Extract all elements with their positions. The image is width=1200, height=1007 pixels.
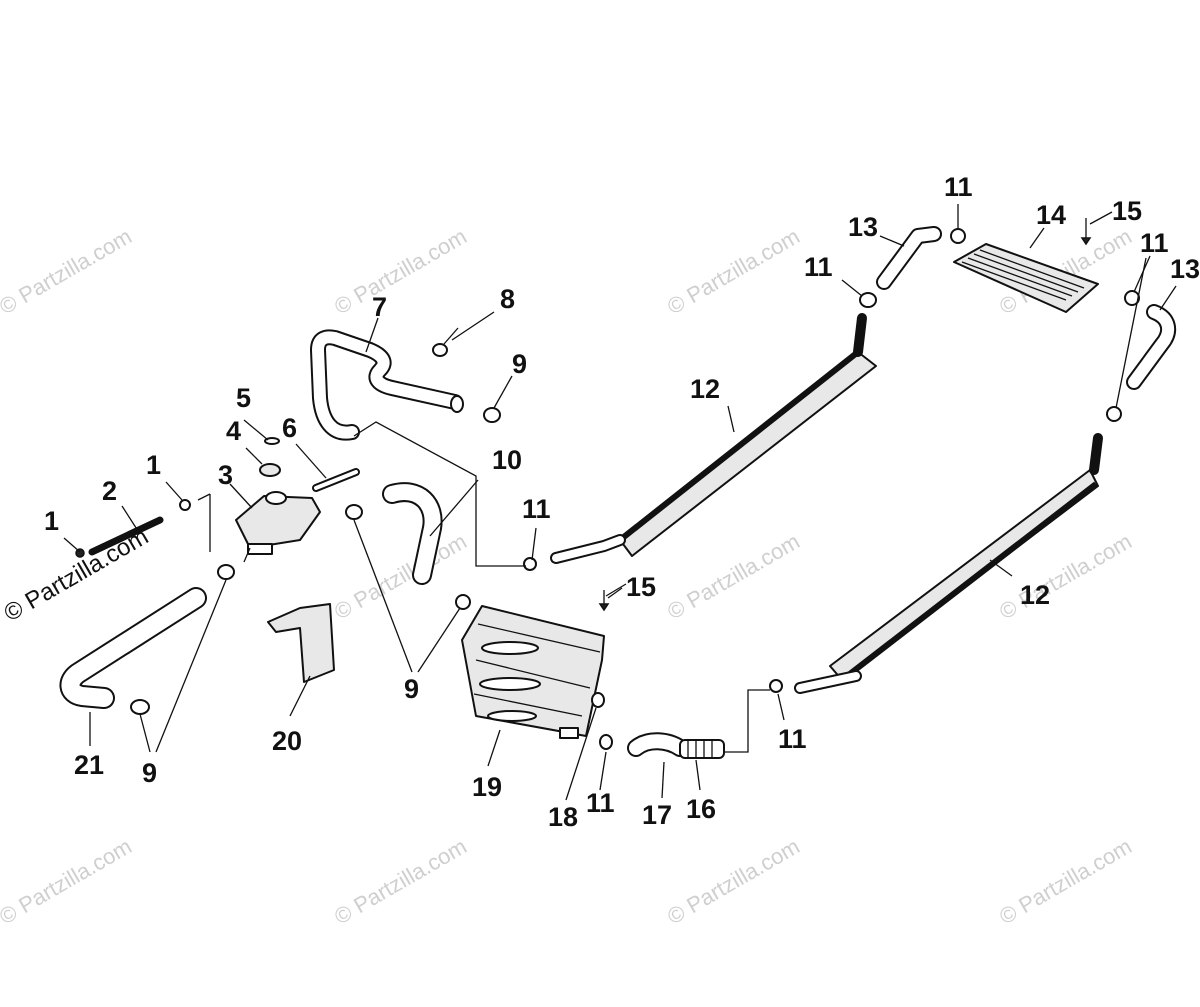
callout-13-left: 13 <box>848 212 878 242</box>
part-4-cap <box>259 463 281 477</box>
part-2-tube <box>88 516 164 556</box>
watermark-3: © Partzilla.com <box>663 224 804 320</box>
callout-11-right-bottom: 11 <box>778 724 807 754</box>
callout-4: 4 <box>226 416 241 446</box>
part-10-hose <box>382 482 443 585</box>
callout-13-right: 13 <box>1170 254 1200 284</box>
callout-11-top: 11 <box>944 172 973 202</box>
callout-labels: 1 1 2 3 4 5 6 7 8 9 9 9 10 11 11 11 11 1… <box>44 172 1200 832</box>
callout-1-upper: 1 <box>146 450 161 480</box>
callout-21: 21 <box>74 750 104 780</box>
watermark-10: © Partzilla.com <box>663 834 804 930</box>
part-14-rear-exchanger <box>953 243 1099 313</box>
watermark-main: © Partzilla.com <box>0 523 153 627</box>
part-15-bolts <box>598 218 1092 612</box>
watermark-5: © Partzilla.com <box>330 529 471 625</box>
callout-9-middle: 9 <box>404 674 419 704</box>
callout-3: 3 <box>218 460 233 490</box>
watermark-2: © Partzilla.com <box>330 224 471 320</box>
part-7-upper-hose <box>310 329 464 441</box>
watermark-6: © Partzilla.com <box>663 529 804 625</box>
part-5-gasket <box>264 437 280 445</box>
part-3-coolant-tank <box>235 491 321 563</box>
watermark-9: © Partzilla.com <box>330 834 471 930</box>
callout-11-bottom: 11 <box>586 788 615 818</box>
callout-20: 20 <box>272 726 302 756</box>
part-21-hose <box>59 587 207 709</box>
part-16-bellows <box>679 739 725 759</box>
callout-11-center: 11 <box>522 494 551 524</box>
part-12-cooler-right <box>794 433 1103 694</box>
callout-14: 14 <box>1036 200 1066 230</box>
callout-17: 17 <box>642 800 672 830</box>
part-18-oring <box>591 692 605 708</box>
callout-12-left: 12 <box>690 374 720 404</box>
callout-9-bottom: 9 <box>142 758 157 788</box>
callout-15-top: 15 <box>1112 196 1142 226</box>
part-9-clamps <box>130 407 501 715</box>
part-8-clamp <box>432 327 459 357</box>
part-19-heat-exchanger <box>461 605 605 739</box>
callout-18: 18 <box>548 802 578 832</box>
part-12-cooler-left <box>550 313 877 564</box>
watermark-11: © Partzilla.com <box>995 834 1136 930</box>
callout-11-left-top: 11 <box>804 252 833 282</box>
callout-15-center: 15 <box>626 572 656 602</box>
watermark-1: © Partzilla.com <box>0 224 136 320</box>
callout-19: 19 <box>472 772 502 802</box>
part-13-hoses <box>876 226 1177 390</box>
callout-16: 16 <box>686 794 716 824</box>
part-11-clamps <box>523 228 1140 750</box>
callout-10: 10 <box>492 445 522 475</box>
leader-lines <box>63 204 1177 801</box>
callout-9-top: 9 <box>512 349 527 379</box>
callout-7: 7 <box>372 292 387 322</box>
callout-2: 2 <box>102 476 117 506</box>
part-20-bracket <box>267 603 335 683</box>
watermark-8: © Partzilla.com <box>0 834 136 930</box>
callout-12-right: 12 <box>1020 580 1050 610</box>
callout-8: 8 <box>500 284 515 314</box>
callout-6: 6 <box>282 413 297 443</box>
part-1-fitting-upper <box>179 499 191 511</box>
callout-11-right-top: 11 <box>1140 228 1169 258</box>
callout-5: 5 <box>236 383 251 413</box>
callout-1-lower: 1 <box>44 506 59 536</box>
